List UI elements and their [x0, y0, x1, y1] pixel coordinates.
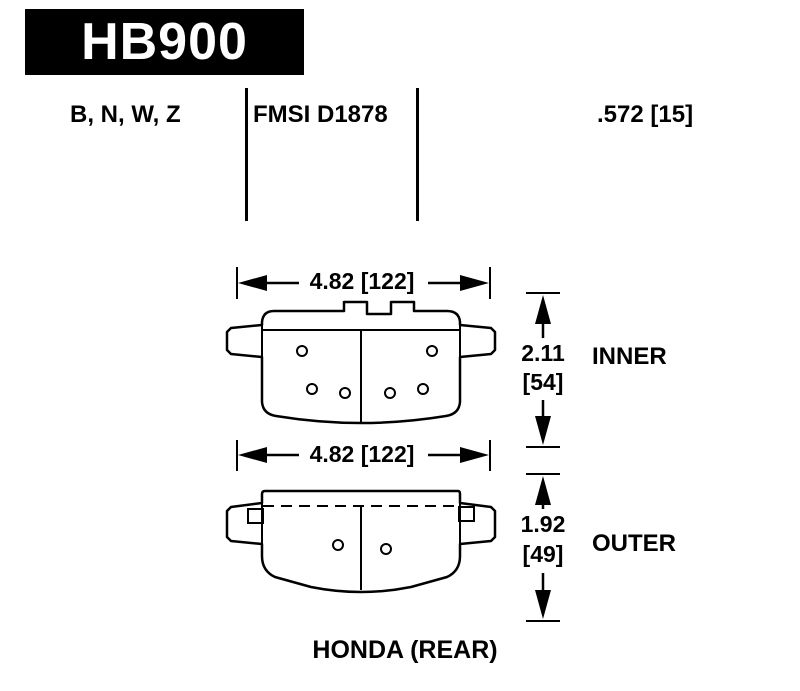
outer-label: OUTER — [592, 530, 676, 557]
outer-height-bracket: [49] — [522, 541, 564, 567]
ear-clip-detail — [458, 506, 475, 522]
up-arrow-icon — [535, 295, 551, 324]
divider-line — [416, 88, 419, 221]
part-number-box: HB900 — [25, 9, 304, 75]
ear-clip-detail — [247, 508, 264, 524]
divider-line — [245, 88, 248, 221]
rivet-hole — [332, 539, 344, 551]
outer-width-dimension-arrows — [236, 440, 491, 471]
up-arrow-icon — [535, 476, 551, 505]
rivet-hole — [339, 387, 351, 399]
right-arrow-icon — [460, 447, 489, 463]
rivet-hole — [306, 383, 318, 395]
rivet-hole — [380, 543, 392, 555]
fmsi-number: FMSI D1878 — [253, 101, 388, 128]
outer-height-value: 1.92 — [520, 511, 566, 537]
rivet-hole — [384, 387, 396, 399]
inner-height-dimension-arrows — [526, 292, 560, 448]
inner-height-value: 2.11 — [521, 340, 565, 366]
rivet-hole — [296, 345, 308, 357]
outer-pad-drawing — [225, 489, 497, 594]
inner-pad-drawing — [225, 300, 497, 425]
outer-width-dimension: 4.82 [122] — [309, 441, 415, 467]
part-number: HB900 — [81, 13, 248, 71]
down-arrow-icon — [535, 416, 551, 445]
inner-label: INNER — [592, 343, 667, 370]
outer-height-dimension-arrows — [526, 473, 560, 622]
left-arrow-icon — [238, 447, 267, 463]
compound-codes: B, N, W, Z — [70, 101, 181, 128]
thickness-spec: .572 [15] — [597, 101, 694, 128]
right-arrow-icon — [460, 275, 489, 291]
inner-width-dimension: 4.82 [122] — [309, 268, 415, 294]
inner-width-dimension-arrows — [236, 267, 491, 299]
inner-height-bracket: [54] — [522, 369, 564, 395]
down-arrow-icon — [535, 590, 551, 619]
left-arrow-icon — [238, 275, 267, 291]
rivet-hole — [426, 345, 438, 357]
rivet-hole — [417, 383, 429, 395]
application-label: HONDA (REAR) — [312, 636, 498, 664]
